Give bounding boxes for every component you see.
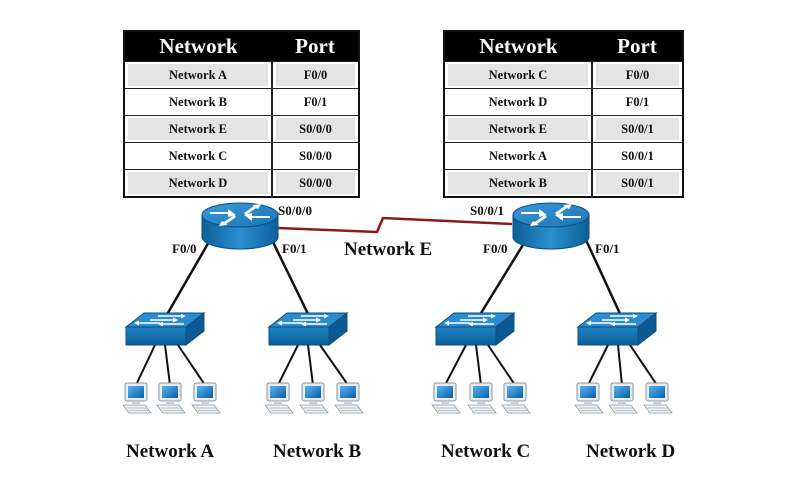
cell-network: Network C <box>128 145 268 167</box>
pc-icon <box>299 382 329 414</box>
table-row: Network A S0/0/1 <box>444 142 683 170</box>
link-r1-sw-b <box>270 239 312 319</box>
header-port: Port <box>592 31 683 62</box>
router-left-icon <box>201 202 279 250</box>
pc-icon <box>608 382 638 414</box>
header-network: Network <box>444 31 592 62</box>
header-network: Network <box>124 31 272 62</box>
lan-label-a: Network A <box>126 441 215 462</box>
pc-icon <box>122 382 152 414</box>
link-r2-sw-c <box>476 239 528 319</box>
cell-port: F0/0 <box>276 64 355 86</box>
switch-b-icon <box>268 312 348 346</box>
cell-port: S0/0/0 <box>276 145 355 167</box>
cell-network: Network A <box>128 64 268 86</box>
lan-label-b: Network B <box>273 441 362 462</box>
routing-table-left: Network Port Network A F0/0 Network B F0/1… <box>123 30 360 198</box>
switch-a-icon <box>125 312 205 346</box>
router-right-f00-label: F0/0 <box>483 241 508 256</box>
cell-port: F0/1 <box>276 91 355 113</box>
pc-icon <box>431 382 461 414</box>
link-r2-sw-d <box>584 239 624 319</box>
cell-network: Network B <box>128 91 268 113</box>
table-row: Network B S0/0/1 <box>444 169 683 198</box>
cell-port: S0/0/0 <box>276 172 355 194</box>
pc-icon <box>334 382 364 414</box>
cell-port: S0/0/1 <box>596 172 679 194</box>
header-port: Port <box>272 31 359 62</box>
table-row: Network E S0/0/0 <box>124 115 359 143</box>
table-header: Network Port <box>444 31 683 62</box>
routing-table-right: Network Port Network C F0/0 Network D F0/1… <box>443 30 684 198</box>
router-left-f00-label: F0/0 <box>172 241 197 256</box>
lan-label-c: Network C <box>441 441 531 462</box>
table-row: Network B F0/1 <box>124 88 359 116</box>
cell-port: F0/1 <box>596 91 679 113</box>
table-row: Network D S0/0/0 <box>124 169 359 198</box>
table-row: Network A F0/0 <box>124 61 359 89</box>
serial-link <box>277 216 513 234</box>
cell-network: Network E <box>448 118 588 140</box>
router-right-serial-port-label: S0/0/1 <box>470 203 504 218</box>
table-header: Network Port <box>124 31 359 62</box>
pc-icon <box>191 382 221 414</box>
cell-network: Network C <box>448 64 588 86</box>
cell-port: F0/0 <box>596 64 679 86</box>
router-right-f01-label: F0/1 <box>595 241 620 256</box>
pc-icon <box>501 382 531 414</box>
switch-d-icon <box>577 312 657 346</box>
cell-port: S0/0/1 <box>596 118 679 140</box>
pc-icon <box>574 382 604 414</box>
serial-network-label: Network E <box>344 239 433 260</box>
cell-network: Network A <box>448 145 588 167</box>
cell-network: Network D <box>128 172 268 194</box>
pc-icon <box>156 382 186 414</box>
cell-port: S0/0/1 <box>596 145 679 167</box>
cell-network: Network E <box>128 118 268 140</box>
router-left-f01-label: F0/1 <box>282 241 307 256</box>
pc-icon <box>467 382 497 414</box>
table-row: Network C F0/0 <box>444 61 683 89</box>
switch-c-icon <box>435 312 515 346</box>
cell-port: S0/0/0 <box>276 118 355 140</box>
router-right-icon <box>512 202 590 250</box>
table-row: Network C S0/0/0 <box>124 142 359 170</box>
link-r1-sw-a <box>163 239 212 319</box>
pc-icon <box>264 382 294 414</box>
lan-label-d: Network D <box>586 441 676 462</box>
cell-network: Network B <box>448 172 588 194</box>
cell-network: Network D <box>448 91 588 113</box>
pc-icon <box>643 382 673 414</box>
router-left-serial-port-label: S0/0/0 <box>278 203 312 218</box>
lan-links <box>135 344 658 386</box>
